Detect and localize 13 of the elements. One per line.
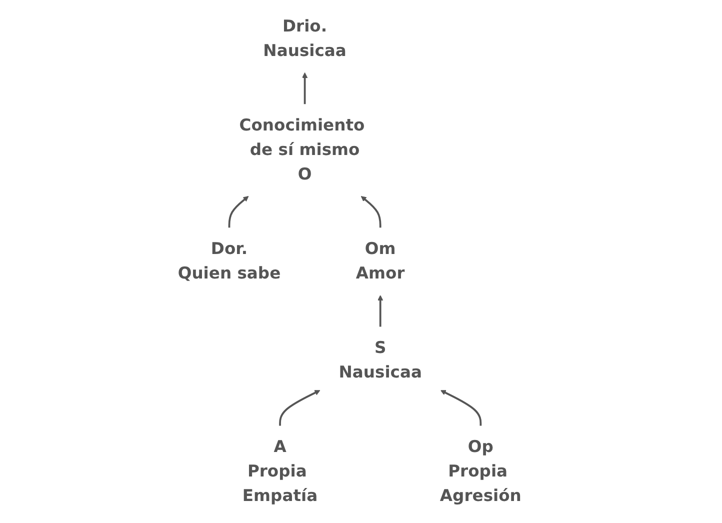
arrow — [440, 390, 482, 426]
node-text: S Nausicaa — [339, 338, 422, 382]
node-text: Conocimiento de sí mismo O — [240, 116, 366, 184]
arrow — [279, 390, 321, 426]
arrow — [378, 295, 384, 327]
node-text: Dor. Quien sabe — [178, 240, 282, 283]
node-text: Om Amor — [356, 240, 406, 283]
node-text: A Propia Empatía — [242, 438, 318, 506]
arrow — [228, 196, 250, 228]
arrow — [302, 72, 308, 104]
arrow — [361, 196, 382, 228]
node-text: Drio. Nausicaa — [264, 16, 347, 60]
node-text: Op Propia Agresión — [440, 438, 522, 506]
